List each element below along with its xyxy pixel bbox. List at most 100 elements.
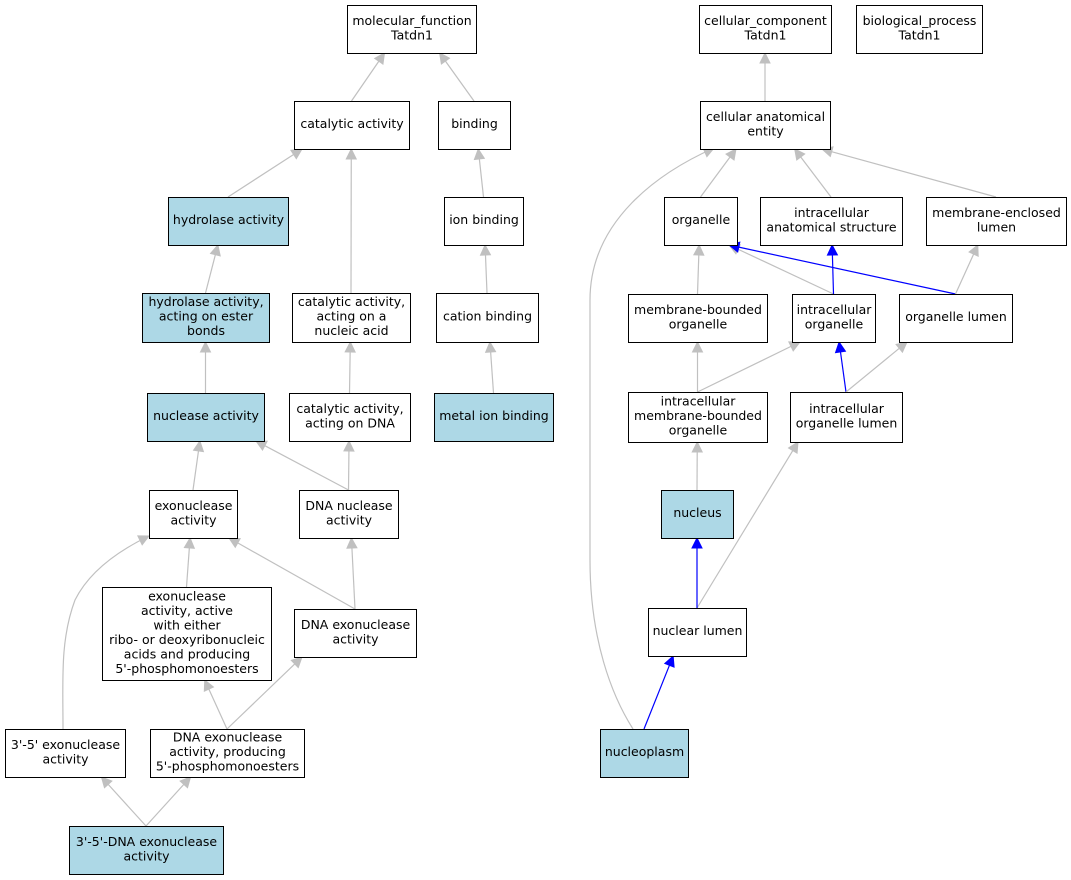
- node-label-line: exonuclease: [155, 498, 233, 513]
- node-label-line: 3'-5'-DNA exonuclease: [76, 834, 217, 849]
- node-box: [899, 294, 1013, 343]
- edge-line: [145, 783, 185, 827]
- edge-arrowhead: [794, 148, 806, 161]
- edge-io-to-organelle: [727, 244, 834, 295]
- edge-arrowhead: [691, 440, 704, 453]
- node-box: [790, 392, 903, 443]
- edge-binding-to-mf: [438, 52, 475, 102]
- go-term-node-np[interactable]: nucleoplasm: [600, 729, 689, 778]
- edge-dnaexoprod-to-dnaexo: [226, 656, 303, 730]
- edge-nuclease-to-hydroester: [199, 340, 212, 393]
- edge-line: [208, 688, 228, 730]
- edge-line: [643, 665, 670, 730]
- node-box: [628, 392, 768, 443]
- node-box: [69, 826, 224, 875]
- edge-catalytic-to-mf: [351, 52, 386, 102]
- node-box: [436, 293, 539, 343]
- node-label-line: bonds: [187, 323, 225, 338]
- go-term-node-catdna[interactable]: catalytic activity,acting on DNA: [289, 393, 411, 442]
- edge-iol-to-io: [834, 340, 847, 393]
- edge-dnanuclease-to-catdna: [343, 439, 355, 491]
- edge-arrowhead: [484, 340, 497, 353]
- node-label-line: organelle lumen: [905, 309, 1007, 324]
- edge-metalion-to-cation: [484, 340, 497, 394]
- edge-arrowhead: [192, 439, 205, 453]
- go-term-node-catalytic[interactable]: catalytic activity: [294, 101, 410, 150]
- go-term-node-nl[interactable]: nuclear lumen: [648, 608, 747, 657]
- edge-line: [226, 663, 296, 730]
- node-box: [150, 729, 305, 778]
- node-label-line: activity: [123, 848, 170, 863]
- edge-line: [185, 547, 190, 588]
- node-label-line: intracellular: [797, 302, 873, 317]
- edge-line: [831, 254, 835, 295]
- edge-dna35-to-exo35: [100, 776, 147, 827]
- edge-imbo-to-mbo: [691, 340, 704, 392]
- node-label-line: hydrolase activity,: [148, 294, 263, 309]
- edge-imbo-to-io: [697, 341, 802, 393]
- edge-exoribo-to-exonuclease: [183, 536, 196, 588]
- node-box: [5, 729, 126, 778]
- node-label-line: ion binding: [449, 212, 519, 227]
- edge-arrowhead: [438, 52, 451, 65]
- go-term-node-organelle[interactable]: organelle: [664, 197, 738, 246]
- node-box: [600, 729, 689, 778]
- node-box: [292, 293, 411, 343]
- edge-arrowhead: [179, 776, 192, 789]
- edge-arrowhead: [100, 776, 113, 789]
- edge-ias-to-cae: [794, 148, 832, 198]
- edge-line: [444, 60, 475, 102]
- node-box: [699, 5, 832, 54]
- edge-arrowhead: [479, 243, 492, 256]
- edge-iol-to-ol: [845, 341, 908, 393]
- go-term-node-ionbinding[interactable]: ion binding: [444, 197, 524, 246]
- edge-line: [800, 156, 832, 198]
- node-box: [926, 197, 1067, 246]
- edge-catdna-to-catnucleic: [344, 340, 356, 394]
- edge-arrowhead: [788, 341, 802, 352]
- go-term-node-hydrolase[interactable]: hydrolase activity: [168, 197, 289, 246]
- edge-ol-to-organelle: [727, 241, 956, 295]
- edge-arrowhead: [343, 439, 355, 452]
- edge-arrowhead: [834, 340, 847, 354]
- node-label-line: anatomical structure: [766, 219, 896, 234]
- go-term-node-cation[interactable]: cation binding: [436, 293, 539, 343]
- edge-arrowhead: [787, 441, 799, 454]
- go-term-node-ol[interactable]: organelle lumen: [899, 294, 1013, 343]
- node-label-line: biological_process: [863, 13, 977, 28]
- go-term-node-nuclease[interactable]: nuclease activity: [147, 393, 265, 442]
- edge-arrowhead: [692, 243, 705, 256]
- edge-nucleus-to-imbo: [691, 440, 704, 491]
- edge-cation-to-ionbinding: [479, 243, 492, 294]
- go-term-node-metalion[interactable]: metal ion binding: [434, 393, 554, 442]
- node-box: [294, 101, 410, 150]
- node-box: [661, 490, 734, 539]
- go-term-node-nucleus[interactable]: nucleus: [661, 490, 734, 539]
- node-box: [347, 5, 477, 54]
- node-label-line: activity: [326, 512, 373, 527]
- edge-line: [490, 351, 495, 394]
- node-box: [438, 101, 511, 150]
- go-term-node-binding[interactable]: binding: [438, 101, 511, 150]
- node-box: [168, 197, 289, 246]
